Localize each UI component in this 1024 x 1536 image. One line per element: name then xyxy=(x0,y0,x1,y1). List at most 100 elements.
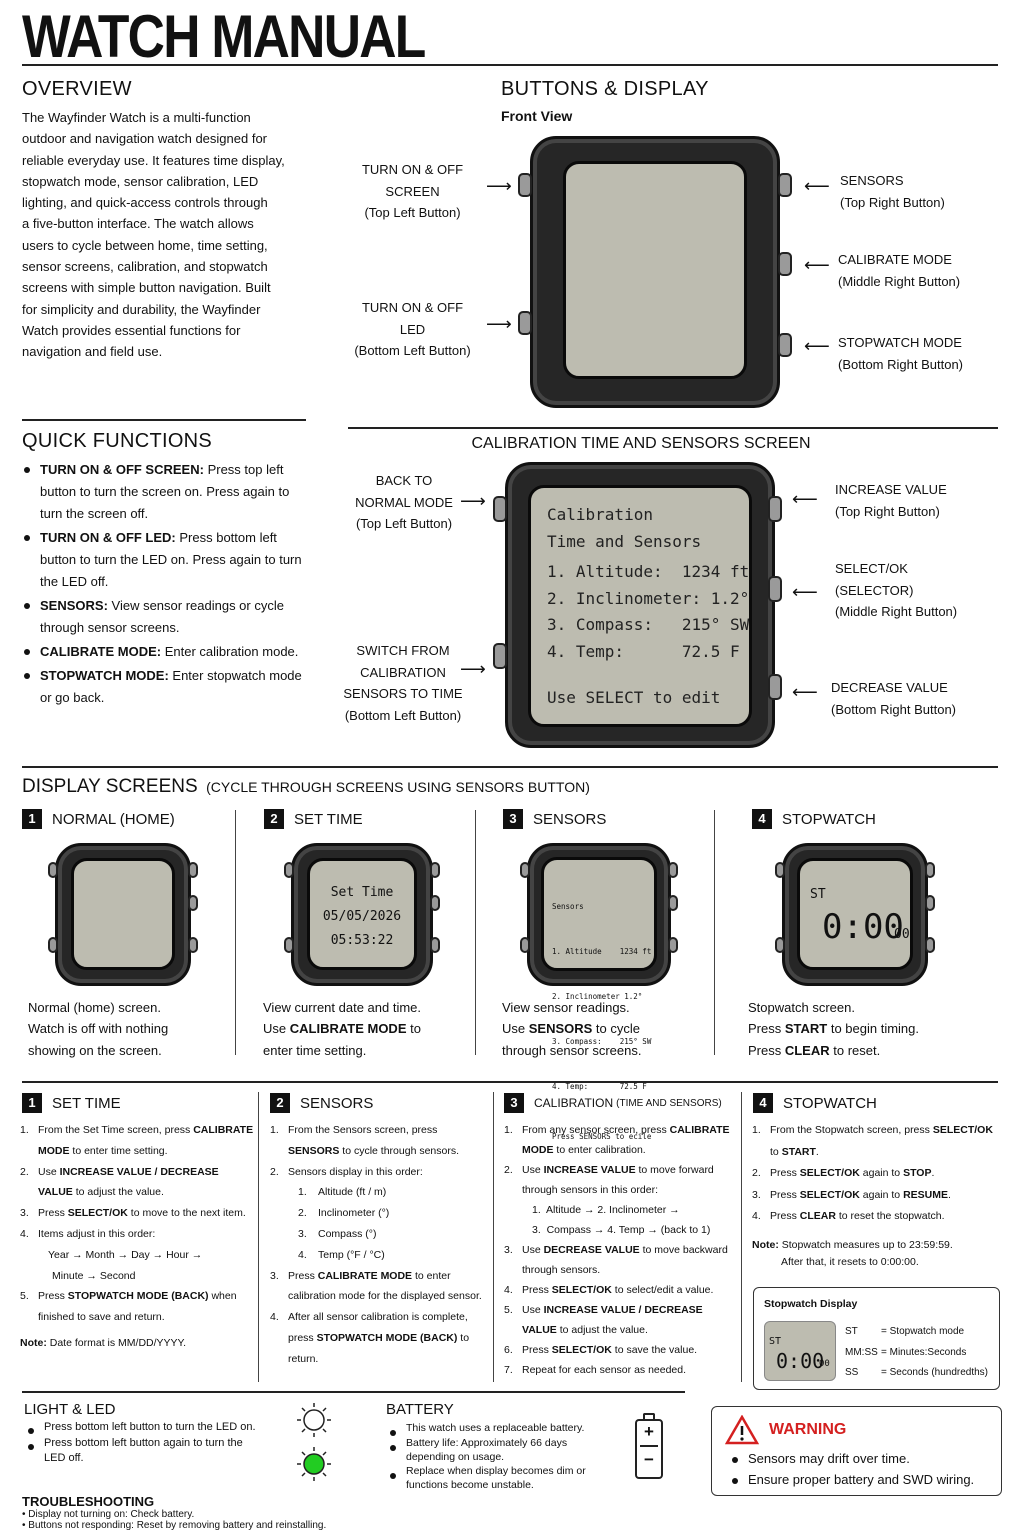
screen-title: STOPWATCH xyxy=(782,810,876,828)
top-right-button[interactable] xyxy=(768,496,782,522)
screen-4-heading: 4 STOPWATCH xyxy=(752,809,876,829)
set-time-steps: 1.From the Set Time screen, press CALIBR… xyxy=(20,1124,254,1324)
order-line: Minute → Second xyxy=(52,1269,136,1282)
step-text: Use INCREASE VALUE / DECREASE VALUE to a… xyxy=(522,1304,703,1336)
description-line: Press CLEAR to reset. xyxy=(748,1040,919,1061)
step-text: Press STOPWATCH MODE (BACK) when finishe… xyxy=(38,1290,237,1323)
step-text-part: INCREASE VALUE / DECREASE VALUE xyxy=(38,1165,219,1199)
description-line: Watch is off with nothing xyxy=(28,1018,168,1039)
quick-function-item: TURN ON & OFF SCREEN: Press top left but… xyxy=(22,459,312,525)
step-text-part: START xyxy=(781,1145,816,1158)
set-time-clock: 05:53:22 xyxy=(330,933,394,948)
step-text-part: Items adjust in this order: xyxy=(38,1227,156,1240)
mini-mode: ST xyxy=(769,1336,782,1347)
quick-function-label: SENSORS: xyxy=(40,598,108,613)
bottom-left-button[interactable] xyxy=(518,311,532,335)
button-label-line: SELECT/OK xyxy=(835,561,908,576)
step-text-part: Use xyxy=(38,1165,60,1178)
description-line: Normal (home) screen. xyxy=(28,997,168,1018)
battery-item: This watch uses a replaceable battery. xyxy=(388,1422,613,1436)
watch-button xyxy=(188,862,198,878)
watch-button xyxy=(430,895,440,911)
top-left-button[interactable] xyxy=(493,496,507,522)
button-label-line: (Top Left Button) xyxy=(364,205,461,220)
button-label-line: TURN ON & OFF xyxy=(361,300,464,315)
watch-button xyxy=(284,862,294,878)
watch-button xyxy=(925,862,935,878)
divider xyxy=(258,1092,259,1382)
label-increase-value: INCREASE VALUE(Top Right Button) xyxy=(835,479,947,522)
step-text-part: SELECT/OK xyxy=(799,1167,860,1179)
description-text: enter time setting. xyxy=(263,1042,367,1058)
calibration-row: 1. Altitude: 1234 ft xyxy=(547,562,750,581)
step-text: From the Set Time screen, press CALIBRAT… xyxy=(38,1124,253,1157)
middle-right-button[interactable] xyxy=(778,252,792,276)
screen-4-description: Stopwatch screen.Press START to begin ti… xyxy=(748,997,919,1061)
watch-button xyxy=(48,862,58,878)
step-text-part: CLEAR xyxy=(799,1210,836,1222)
mini-time: 0:00 xyxy=(776,1349,825,1373)
calibration-row: 3. Compass: 215° SW xyxy=(547,615,750,634)
screen-3-description: View sensor readings.Use SENSORS to cycl… xyxy=(502,997,641,1061)
bottom-right-button[interactable] xyxy=(778,333,792,357)
screen-2-description: View current date and time.Use CALIBRATE… xyxy=(263,997,421,1061)
arrow-right-icon: ⟶ xyxy=(486,176,512,196)
middle-right-button[interactable] xyxy=(768,576,782,602)
step-text: Press SELECT/OK to move to the next item… xyxy=(38,1207,246,1219)
step-text-part: From the Set Time screen, press xyxy=(38,1124,194,1136)
step-text-part: Press xyxy=(770,1188,800,1201)
overview-line: for simplicity and durability, the Wayfi… xyxy=(22,301,261,317)
sensor-item: Inclinometer (°) xyxy=(318,1207,390,1220)
step-text-part: to move to the next item. xyxy=(127,1207,246,1220)
set-time-date: 05/05/2026 xyxy=(322,909,402,924)
overview-line: stopwatch mode, sensor calibration, LED xyxy=(22,173,259,189)
battery-list: This watch uses a replaceable battery.Ba… xyxy=(388,1422,613,1494)
instructions-title: CALIBRATION xyxy=(534,1096,614,1110)
led-icons xyxy=(297,1403,331,1481)
order-line: 1. Altitude → 2. Inclinometer → xyxy=(532,1204,680,1216)
watch-button xyxy=(925,895,935,911)
watch-button xyxy=(668,862,678,878)
label-middle-right-button: CALIBRATE MODE(Middle Right Button) xyxy=(838,249,960,292)
step-number: 2 xyxy=(264,809,284,829)
divider xyxy=(714,810,715,1055)
step-text-part: SELECT/OK xyxy=(67,1207,128,1220)
top-right-button[interactable] xyxy=(778,173,792,197)
button-label-line: CALIBRATION xyxy=(360,664,446,680)
bottom-right-button[interactable] xyxy=(768,674,782,700)
bottom-left-button[interactable] xyxy=(493,643,507,669)
step-text: Use INCREASE VALUE to move forward throu… xyxy=(522,1164,714,1196)
step-text-part: . xyxy=(815,1145,819,1158)
top-left-button[interactable] xyxy=(518,173,532,197)
step-text: Repeat for each sensor as needed. xyxy=(522,1364,686,1376)
step-text-part: Use xyxy=(522,1244,544,1256)
divider xyxy=(348,427,998,429)
battery-terminal xyxy=(643,1413,655,1419)
quick-function-text: Enter calibration mode. xyxy=(161,644,299,659)
button-label-line: TURN ON & OFF xyxy=(361,162,464,177)
step-number: 4 xyxy=(752,809,772,829)
mini-stopwatch-screen: ST 0:00 00 xyxy=(764,1321,836,1381)
sensor-item: Temp (°F / °C) xyxy=(318,1248,385,1261)
step-text-part: to save the value. xyxy=(611,1344,698,1356)
quick-function-item: SENSORS: View sensor readings or cycle t… xyxy=(22,595,312,639)
stopwatch-hundredths: 00 xyxy=(894,927,910,942)
sensors-screen: Sensors 1. Altitude 1234 ft 2. Inclinome… xyxy=(541,857,657,1141)
screen-title: NORMAL (HOME) xyxy=(52,810,175,828)
button-label-line: (Top Right Button) xyxy=(835,503,940,519)
overview-line: outdoor and navigation watch designed fo… xyxy=(22,131,268,147)
sensors-screen-title: Sensors xyxy=(552,902,584,911)
battery-icon: + − xyxy=(635,1419,663,1479)
arrow-left-icon: ⟵ xyxy=(804,255,830,275)
description-text: Press xyxy=(748,1042,785,1058)
step-text-part: Press xyxy=(288,1269,318,1282)
step-number: 3 xyxy=(504,1093,524,1113)
description-text: through sensor screens. xyxy=(502,1042,642,1058)
page-title: WATCH MANUAL xyxy=(22,3,426,70)
sensors-order: 1.Altitude (ft / m) 2.Inclinometer (°) 3… xyxy=(298,1186,390,1261)
mini-hundredths: 00 xyxy=(819,1359,830,1369)
description-line: Use CALIBRATE MODE to xyxy=(263,1018,421,1039)
